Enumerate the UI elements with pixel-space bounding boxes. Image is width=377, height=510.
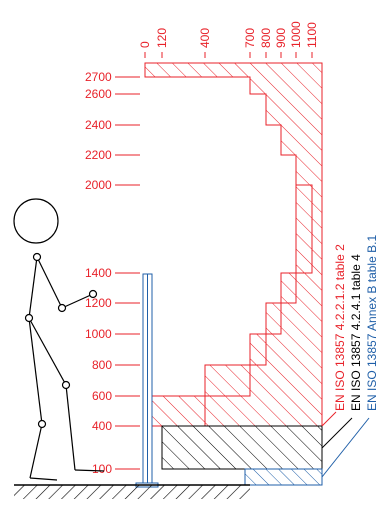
height-label: 2000 [85,178,112,192]
protective-barrier-icon [135,273,159,488]
height-label: 1400 [85,266,112,280]
height-label: 1000 [85,327,112,341]
blue-standard-label: EN ISO 13857 Annex B table B.1 [365,235,377,411]
red-zone-outline [144,62,323,426]
top-scale-label: 1000 [289,21,303,48]
height-label: 2700 [85,70,112,84]
blue-leader-line [321,417,370,478]
height-label: 400 [92,419,112,433]
red-leader-line [321,411,337,427]
red-standard-label: EN ISO 13857 4.2.2.1.2 table 2 [333,244,347,411]
height-label: 600 [92,389,112,403]
top-scale-label: 1100 [305,22,319,48]
top-scale-label: 0 [138,41,152,48]
blue-safety-zone [244,468,323,486]
top-scale: 0 120 400 700 800 900 1000 1100 [138,21,319,58]
top-scale-label: 800 [259,28,273,48]
top-scale-label: 120 [155,28,169,48]
height-label: 2400 [85,118,112,132]
top-scale-label: 400 [198,28,212,48]
black-standard-label: EN ISO 13857 4.2.4.1 table 4 [349,254,363,411]
height-label: 100 [92,462,112,476]
height-label: 2600 [85,87,112,101]
height-label: 2200 [85,148,112,162]
red-safety-zone [144,62,323,427]
top-scale-label: 700 [243,28,257,48]
height-label: 1200 [85,296,112,310]
black-safety-zone [161,425,323,470]
height-label: 800 [92,358,112,372]
top-scale-label: 900 [274,28,288,48]
stick-figure-icon [13,198,105,481]
hatched-ground-icon [14,484,250,499]
height-scale: 2700 2600 2400 2200 2000 1400 1200 1000 … [85,70,140,476]
black-leader-line [321,417,353,449]
